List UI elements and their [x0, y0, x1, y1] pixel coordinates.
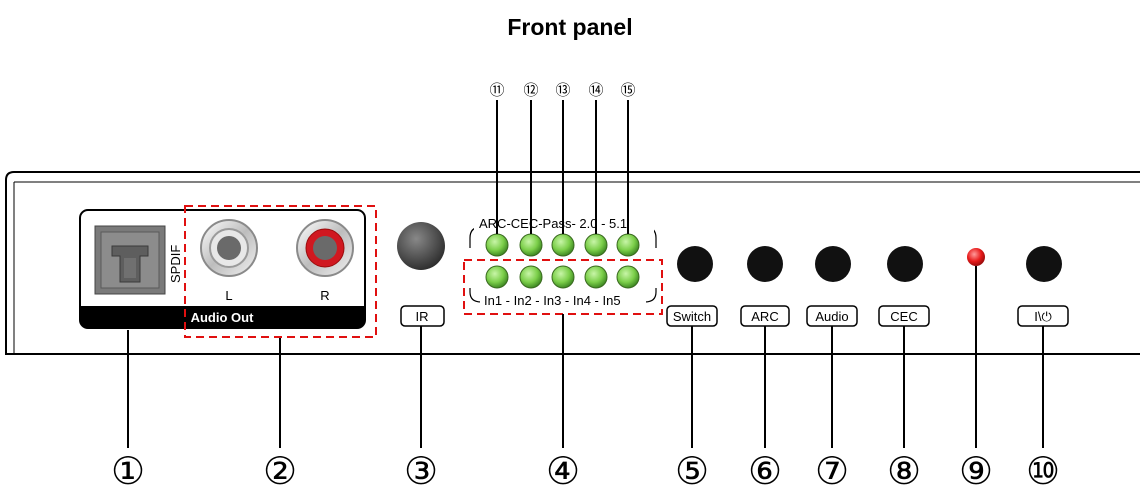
switch-label: Switch: [673, 309, 711, 324]
callout-4: ④: [546, 449, 580, 493]
rca-right-label: R: [320, 288, 329, 303]
audio-out-label: Audio Out: [191, 310, 254, 325]
ir-label: IR: [416, 309, 429, 324]
arc-label: ARC: [751, 309, 778, 324]
led-cec: [519, 233, 543, 257]
callout-1: ①: [111, 449, 145, 493]
callout-3: ③: [404, 449, 438, 493]
led-pass: [551, 233, 575, 257]
arc-button[interactable]: [747, 246, 783, 282]
rca-left-label: L: [225, 288, 232, 303]
callout-10: ⑩: [1026, 449, 1060, 493]
callout-9: ⑨: [959, 449, 993, 493]
ir-sensor: [397, 222, 445, 270]
led-in5: [616, 265, 640, 289]
callout-5: ⑤: [675, 449, 709, 493]
callout-8: ⑧: [887, 449, 921, 493]
led-5-1: [616, 233, 640, 257]
led-in3: [551, 265, 575, 289]
rca-right-jack: [296, 219, 354, 277]
top-callout-lines: [496, 100, 629, 234]
cec-label: CEC: [890, 309, 917, 324]
power-label: I\⏻: [1034, 309, 1052, 324]
callout-2: ②: [263, 449, 297, 493]
audio-out-bar: [80, 306, 365, 328]
callout-14: ⑭: [588, 81, 603, 99]
rca-left-jack: [200, 219, 258, 277]
indicator-bottom-label: In1 - In2 - In3 - In4 - In5: [484, 293, 621, 308]
callout-12: ⑫: [523, 81, 538, 99]
audio-label: Audio: [815, 309, 848, 324]
rca-group-highlight: [184, 205, 377, 338]
power-led: [967, 248, 985, 266]
callout-15: ⑮: [620, 81, 635, 99]
callout-6: ⑥: [748, 449, 782, 493]
switch-button[interactable]: [677, 246, 713, 282]
callout-7: ⑦: [815, 449, 849, 493]
power-button[interactable]: [1026, 246, 1062, 282]
spdif-label: SPDIF: [168, 245, 183, 283]
page-title: Front panel: [507, 14, 632, 40]
spdif-optical-port: [94, 225, 166, 295]
led-2-0: [584, 233, 608, 257]
bottom-callout-lines: [127, 266, 1044, 448]
callout-13: ⑬: [555, 81, 570, 99]
cec-button[interactable]: [887, 246, 923, 282]
led-arc: [485, 233, 509, 257]
led-in2: [519, 265, 543, 289]
led-in1: [485, 265, 509, 289]
led-in4: [584, 265, 608, 289]
indicator-top-label: ARC-CEC-Pass- 2.0 - 5.1: [479, 216, 627, 231]
audio-button[interactable]: [815, 246, 851, 282]
callout-11: ⑪: [489, 81, 504, 99]
ir-label-box: [400, 305, 445, 327]
